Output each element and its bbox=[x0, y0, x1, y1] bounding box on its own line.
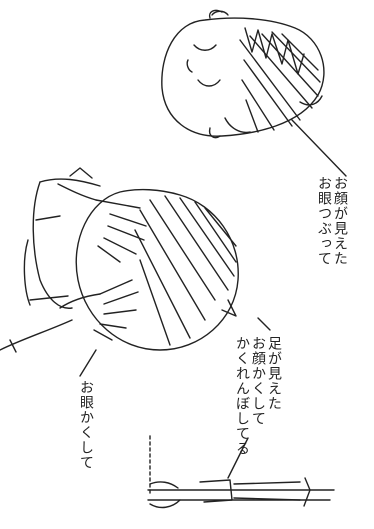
caption-line: お顔かくして bbox=[250, 336, 266, 426]
child-legs-visible bbox=[147, 435, 335, 509]
caption-line: お眼かくして bbox=[78, 380, 94, 470]
pointer-line-top bbox=[291, 119, 347, 177]
caption-line: 足が見えた bbox=[266, 336, 282, 411]
caption-feet-seen-hiding: 足が見えた お顔かくして かくれんぼしてる bbox=[234, 336, 282, 456]
pointer-line-left bbox=[79, 349, 97, 377]
caption-face-seen-eyes-closed: お顔が見えた お眼つぶって bbox=[316, 176, 348, 266]
caption-line: お顔が見えた bbox=[332, 176, 348, 266]
caption-line: お眼つぶって bbox=[316, 176, 332, 266]
caption-hide-eyes: お眼かくして bbox=[78, 380, 94, 470]
child-face-eyes-closed bbox=[161, 9, 325, 139]
pointer-line-bottom bbox=[227, 437, 249, 479]
caption-line: かくれんぼしてる bbox=[234, 336, 250, 456]
pointer-line-middle bbox=[257, 317, 271, 331]
child-face-hidden-by-hands bbox=[0, 167, 239, 353]
